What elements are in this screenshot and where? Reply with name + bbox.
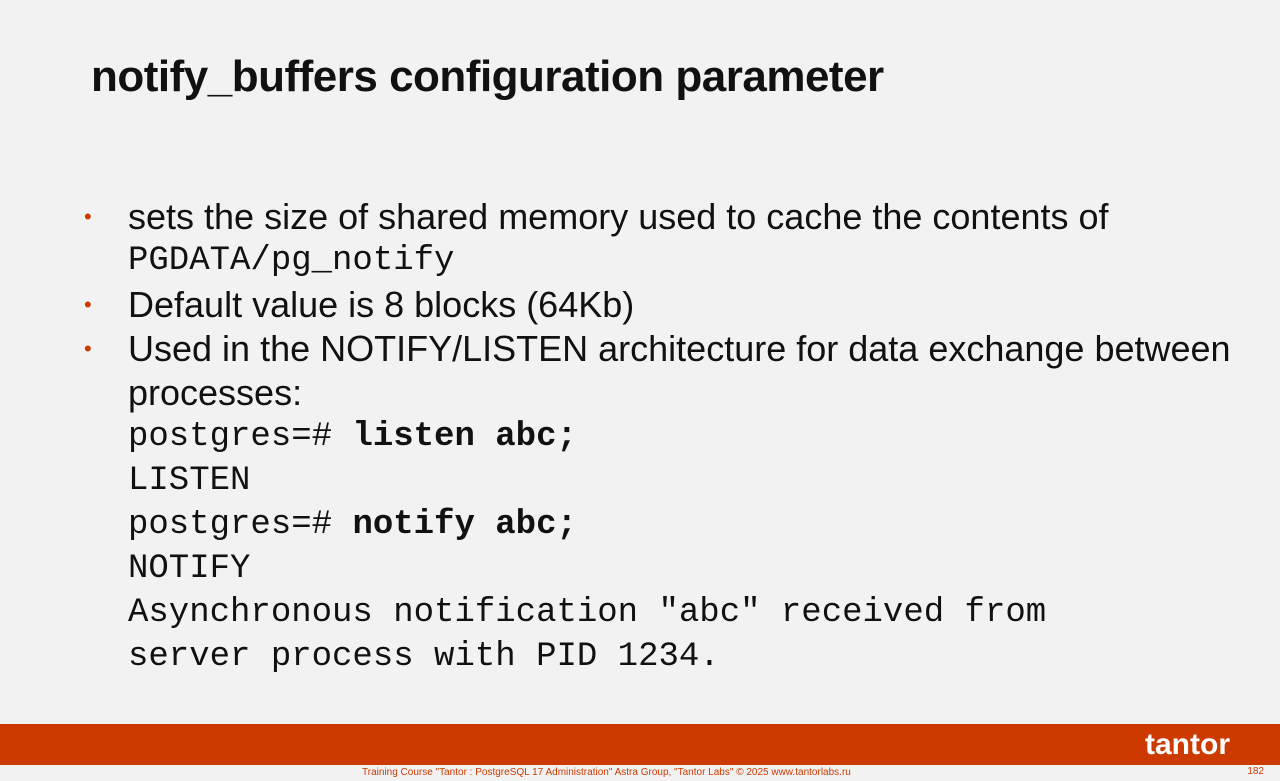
command: listen abc; [352,418,577,456]
footer-text: Training Course "Tantor : PostgreSQL 17 … [362,767,851,778]
output: Asynchronous notification "abc" received… [128,594,1047,632]
tantor-logo: tantor [1145,728,1230,761]
code-block: postgres=# listen abc; LISTEN postgres=#… [128,415,1234,679]
bullet-icon: • [84,204,92,229]
bullet-list: • sets the size of shared memory used to … [84,195,1234,679]
bullet-item: • Used in the NOTIFY/LISTEN architecture … [84,327,1234,679]
output: NOTIFY [128,550,251,588]
output: server process with PID 1234. [128,638,720,676]
prompt: postgres=# [128,418,353,456]
footer-bar: tantor [0,724,1280,765]
bullet-icon: • [84,336,92,361]
bullet-item: • Default value is 8 blocks (64Kb) [84,283,1234,327]
code-path: PGDATA/pg_notify [128,242,455,280]
bullet-text: sets the size of shared memory used to c… [128,196,1109,237]
output: LISTEN [128,462,251,500]
command: notify abc; [352,506,577,544]
page-number: 182 [1247,766,1264,777]
bullet-icon: • [84,292,92,317]
bullet-item: • sets the size of shared memory used to … [84,195,1234,283]
slide-title: notify_buffers configuration parameter [91,52,884,101]
bullet-text: Used in the NOTIFY/LISTEN architecture f… [128,328,1231,413]
bullet-text: Default value is 8 blocks (64Kb) [128,284,635,325]
prompt: postgres=# [128,506,353,544]
